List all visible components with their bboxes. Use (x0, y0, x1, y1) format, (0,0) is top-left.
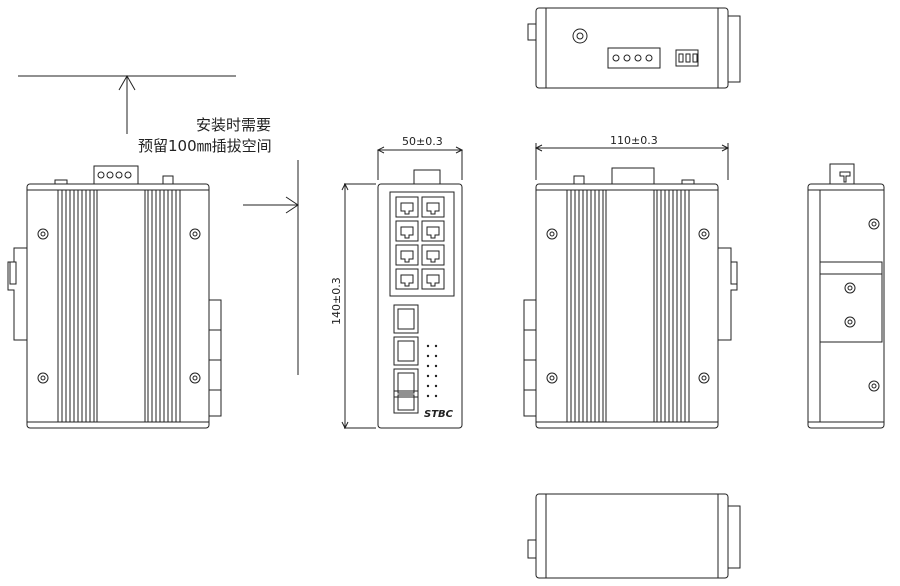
front-width-label: 50±0.3 (402, 135, 443, 148)
side-width-label: 110±0.3 (610, 134, 658, 147)
height-label: 140±0.3 (330, 277, 343, 325)
brand-logo: STBC (424, 409, 454, 420)
bottom-view (527, 493, 741, 579)
screw-icon (37, 228, 201, 384)
led-indicators (426, 344, 438, 398)
sfp-ports (393, 304, 419, 414)
side-view-left (7, 165, 222, 429)
front-view (341, 146, 464, 430)
install-note-line2: 预留100㎜插拔空间 (138, 137, 272, 155)
top-view (527, 7, 741, 89)
install-note-line1: 安装时需要 (196, 116, 272, 134)
back-view (807, 163, 885, 429)
clearance-up-arrow (18, 74, 236, 134)
rj45-ports (395, 196, 445, 290)
side-view-right (523, 143, 738, 429)
clearance-right-arrow (243, 160, 299, 375)
